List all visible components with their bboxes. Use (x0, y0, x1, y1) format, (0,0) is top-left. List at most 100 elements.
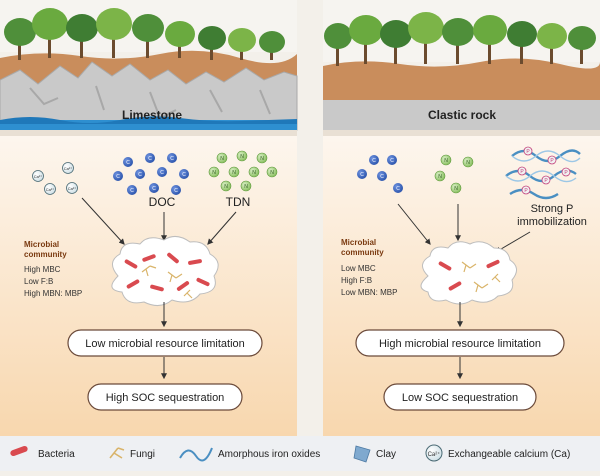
doc-particle: C (135, 169, 145, 179)
tree-icon (473, 15, 507, 64)
svg-text:N: N (444, 158, 448, 164)
tree-icon (380, 20, 412, 64)
legend-item-calcium: Ca²⁺ Exchangeable calcium (Ca) (425, 444, 570, 462)
svg-text:Amorphous iron oxides: Amorphous iron oxides (218, 449, 320, 460)
right-trees (324, 12, 596, 66)
svg-text:C: C (174, 188, 178, 194)
svg-text:P: P (564, 170, 568, 176)
svg-text:C: C (138, 172, 142, 178)
tdn-particle: N (248, 166, 260, 178)
svg-text:C: C (126, 160, 130, 166)
right-panel: Clastic rock C C C C C N N N N P P (323, 0, 600, 436)
trait-mbn-mbp: Low MBN: MBP (341, 288, 397, 297)
left-calcium-particles: Ca²⁺ Ca²⁺ Ca²⁺ Ca²⁺ (32, 162, 78, 195)
doc-particle: C (377, 171, 387, 181)
doc-label: DOC (149, 195, 176, 209)
right-doc-particles: C C C C C (357, 155, 403, 193)
tree-icon (324, 23, 352, 66)
bacteria-icon (176, 281, 190, 291)
bacteria-icon (167, 252, 179, 264)
svg-text:N: N (244, 184, 248, 190)
svg-text:C: C (372, 158, 376, 164)
calcium-icon: Ca²⁺ (32, 170, 44, 182)
doc-particle: C (393, 183, 403, 193)
legend: Bacteria Fungi Amorphous iron oxides Cla… (0, 436, 600, 471)
svg-text:N: N (438, 174, 442, 180)
left-community-text: Microbial community High MBC Low F:B Hig… (24, 240, 82, 298)
trait-mbc: High MBC (24, 265, 61, 274)
left-groundwater (0, 120, 297, 130)
tdn-particle: N (256, 152, 268, 164)
svg-text:P: P (520, 169, 524, 175)
svg-text:Clay: Clay (376, 449, 396, 460)
left-limitation-label: Low microbial resource limitation (85, 338, 245, 350)
svg-text:C: C (182, 172, 186, 178)
svg-text:C: C (396, 186, 400, 192)
left-trees (4, 8, 285, 60)
left-limitation-box (67, 329, 263, 357)
trait-mbn-mbp: High MBN: MBP (24, 289, 82, 298)
tdn-particle: N (220, 180, 232, 192)
svg-text:Ca²⁺: Ca²⁺ (46, 187, 55, 192)
cloud-shape (111, 236, 219, 306)
right-dirt-layer (323, 58, 600, 100)
iron-oxide-icon: P P P (505, 166, 577, 185)
tree-icon (165, 21, 195, 58)
left-panel: Limestone Ca²⁺ Ca²⁺ Ca²⁺ Ca²⁺ C C C C C … (0, 0, 298, 436)
tdn-particle: N (228, 166, 240, 178)
legend-item-bacteria: Bacteria (10, 445, 75, 460)
community-title-line1: Microbial (24, 240, 59, 249)
right-sequestration-box (383, 383, 537, 411)
fungi-icon (141, 265, 157, 277)
right-tdn-particles: N N N N (434, 154, 474, 194)
svg-text:Ca²⁺: Ca²⁺ (64, 166, 73, 171)
svg-text:P: P (544, 178, 548, 184)
left-input-arrows (81, 197, 237, 245)
tree-icon (537, 23, 567, 64)
svg-text:Ca²⁺: Ca²⁺ (68, 186, 77, 191)
p-note-line2: immobilization (517, 216, 587, 228)
svg-text:C: C (130, 188, 134, 194)
fungi-icon (491, 273, 501, 283)
svg-text:N: N (454, 186, 458, 192)
svg-text:P: P (524, 188, 528, 194)
community-title-line1: Microbial (341, 238, 376, 247)
tdn-particle: N (240, 180, 252, 192)
cloud-shape (420, 241, 517, 305)
bacteria-icon (196, 277, 210, 287)
tree-icon (259, 31, 285, 60)
svg-text:P: P (550, 158, 554, 164)
tree-icon (96, 8, 132, 58)
tdn-particle: N (266, 166, 278, 178)
tree-icon (4, 18, 36, 60)
tdn-particle: N (450, 182, 462, 194)
tdn-particle: N (462, 156, 474, 168)
iron-oxide-icon: P P (511, 146, 581, 165)
tree-icon (228, 28, 256, 60)
left-soil-edge (0, 130, 297, 136)
right-soil-edge (323, 130, 600, 136)
svg-text:N: N (224, 184, 228, 190)
doc-particle: C (113, 171, 123, 181)
legend-item-clay: Clay (353, 445, 396, 463)
arrow-tdn-to-community (207, 211, 237, 245)
fungi-icon (473, 281, 489, 293)
bacteria-icon (150, 284, 164, 292)
clay-icon (353, 445, 371, 463)
bacteria-icon (126, 279, 140, 289)
svg-text:N: N (212, 170, 216, 176)
svg-text:Ca²⁺: Ca²⁺ (428, 451, 441, 458)
bacteria-icon (486, 259, 500, 269)
right-sequestration-label: Low SOC sequestration (402, 392, 518, 404)
fungi-icon (461, 261, 477, 273)
tree-icon (568, 26, 596, 64)
left-microbe-cloud (111, 236, 219, 306)
doc-particle: C (149, 183, 159, 193)
tdn-particle: N (208, 166, 220, 178)
svg-text:C: C (360, 172, 364, 178)
p-note-line1: Strong P (531, 203, 574, 215)
svg-text:N: N (260, 156, 264, 162)
right-clastic-rock (323, 100, 600, 130)
